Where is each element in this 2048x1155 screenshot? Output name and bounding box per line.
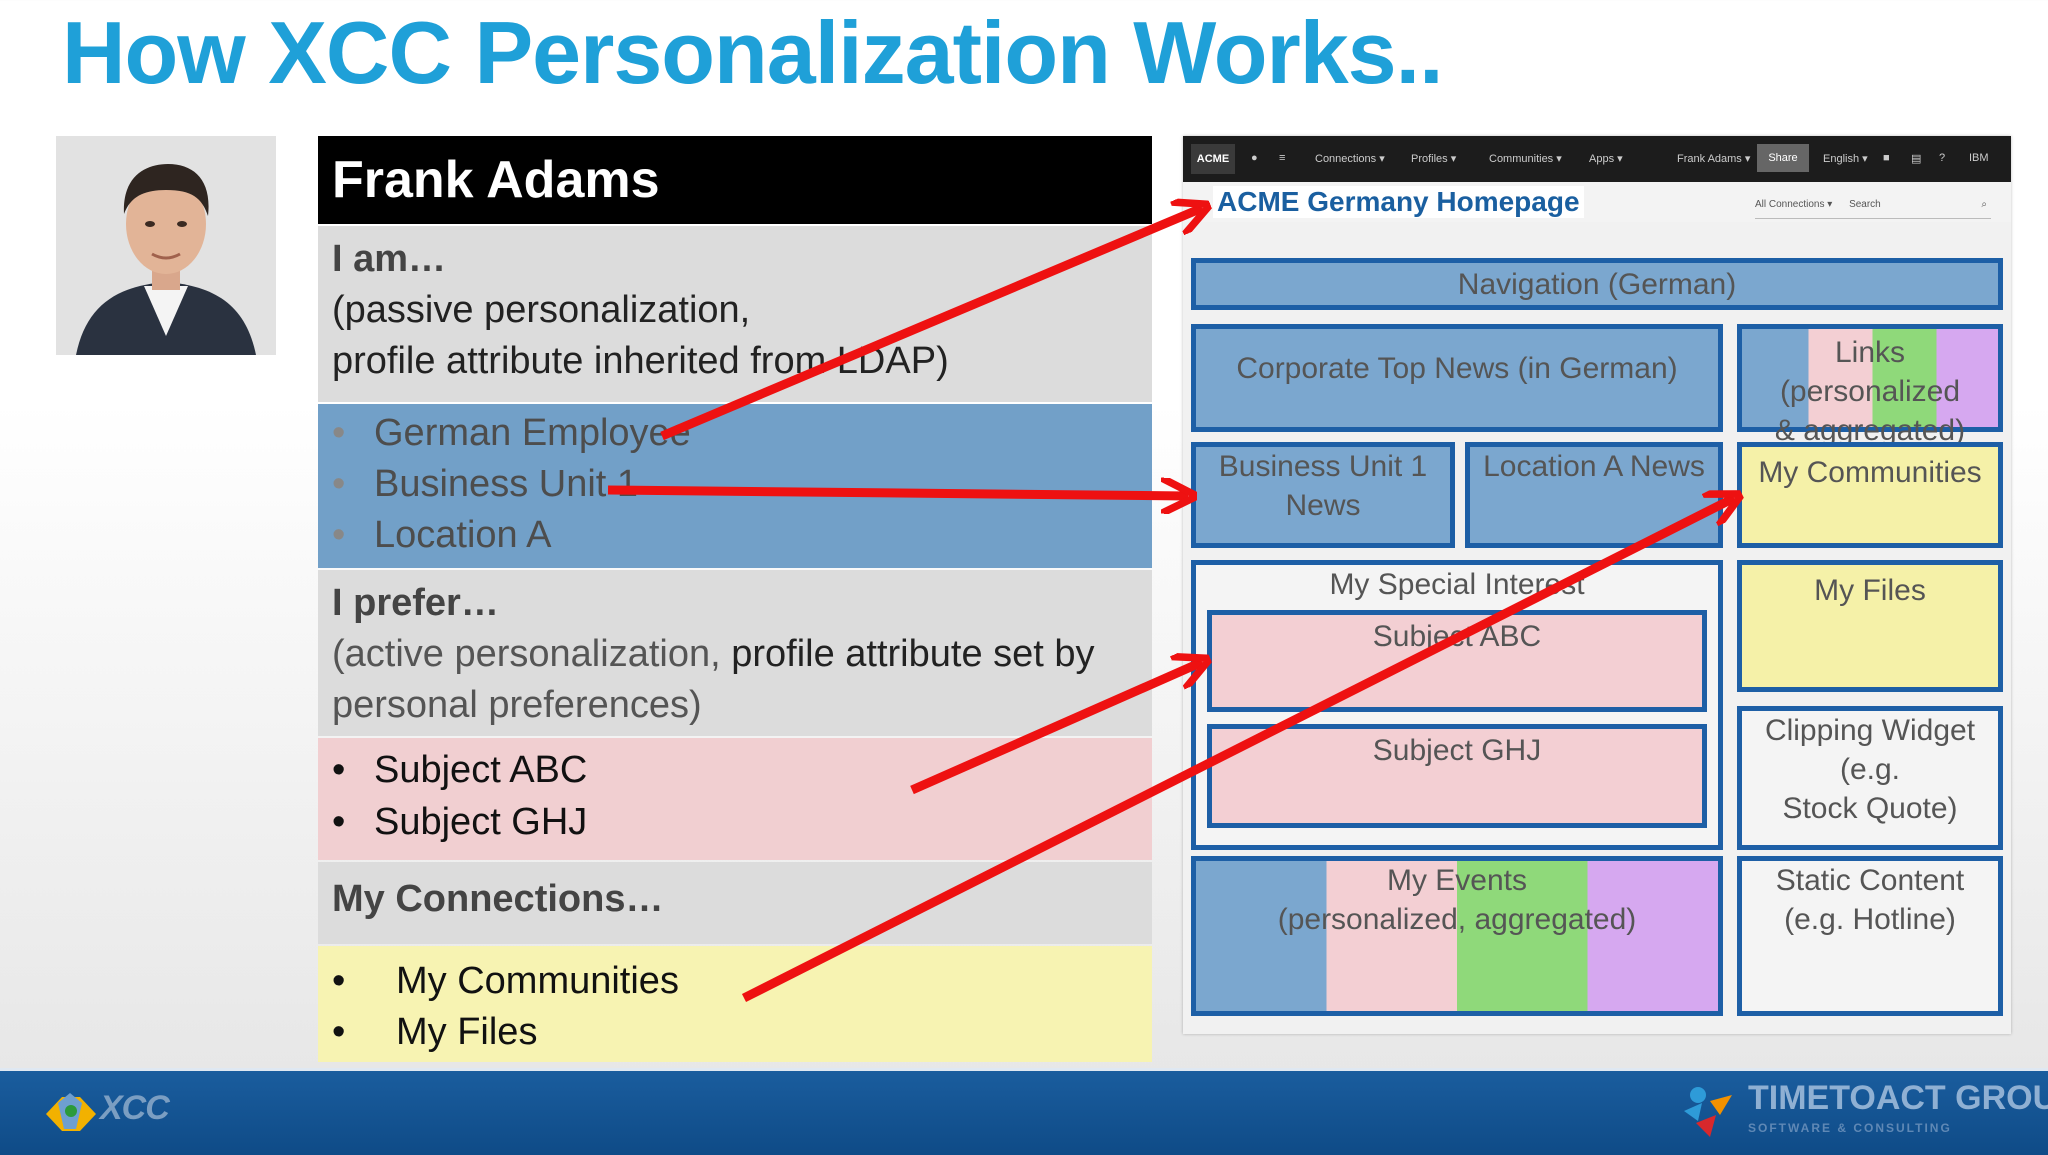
help-icon[interactable]: ? [1939,152,1946,164]
widget-my-events[interactable]: My Events (personalized, aggregated) [1191,856,1723,1016]
connections-section: My Connections… [318,862,1152,944]
prefer-section: I prefer… (active personalization, profi… [318,570,1152,736]
iam-description-line-2: profile attribute inherited from LDAP) [332,340,949,382]
xcc-logo-icon [46,1093,96,1131]
widget-my-communities[interactable]: My Communities [1737,442,2003,548]
connection-attributes: My Communities My Files [318,946,1152,1062]
iam-heading: I am… [332,238,447,280]
footer-bar: XCC TIMETOACT GROUP SOFTWARE & CONSULTIN… [0,1068,2048,1155]
profile-photo [56,136,276,355]
prefer-heading: I prefer… [332,582,499,624]
search-icon[interactable]: ⌕ [1981,199,1987,210]
list-item: Business Unit 1 [332,459,1138,510]
widget-my-files[interactable]: My Files [1737,560,2003,692]
menu-icon[interactable]: ≡ [1279,152,1286,164]
profile-name: Frank Adams [318,136,1152,224]
timetoact-logo-text: TIMETOACT GROUP [1748,1079,2048,1117]
nav-language[interactable]: English ▾ [1823,153,1868,165]
person-portrait-icon [56,136,276,355]
nav-profiles[interactable]: Profiles ▾ [1411,153,1457,165]
widget-business-unit-news[interactable]: Business Unit 1 News [1191,442,1455,548]
preference-attributes: Subject ABC Subject GHJ [318,738,1152,860]
timetoact-tagline: SOFTWARE & CONSULTING [1748,1121,1952,1135]
iam-description-line-1: (passive personalization, [332,289,751,331]
list-item: My Files [332,1007,1138,1058]
passive-attribute-list: German Employee Business Unit 1 Location… [332,408,1138,561]
preference-list: Subject ABC Subject GHJ [332,744,1138,848]
widget-static-content[interactable]: Static Content (e.g. Hotline) [1737,856,2003,1016]
widget-subject-ghj[interactable]: Subject GHJ [1207,724,1707,828]
nav-communities[interactable]: Communities ▾ [1489,153,1562,165]
documents-icon[interactable]: ▤ [1911,153,1922,165]
list-item: Subject GHJ [332,796,1138,848]
widget-clipping[interactable]: Clipping Widget (e.g. Stock Quote) [1737,706,2003,850]
share-button[interactable]: Share [1757,144,1809,172]
search-scope-select[interactable]: All Connections ▾ [1755,199,1833,210]
slide-title: How XCC Personalization Works.. [62,3,1444,102]
top-navigation-bar: ACME ● ≡ Connections ▾ Profiles ▾ Commun… [1183,136,2011,182]
homepage-screenshot: ACME ● ≡ Connections ▾ Profiles ▾ Commun… [1183,136,2011,1034]
xcc-logo-text: XCC [100,1089,170,1127]
prefer-description-part-2: profile attribute set by [731,633,1095,675]
homepage-title: ACME Germany Homepage [1213,186,1584,218]
list-item: Subject ABC [332,744,1138,796]
nav-apps[interactable]: Apps ▾ [1589,153,1623,165]
vendor-logo: IBM [1969,152,1989,164]
list-item: My Communities [332,956,1138,1007]
home-icon[interactable]: ● [1251,152,1258,164]
brand-logo[interactable]: ACME [1191,144,1235,174]
timetoact-logo-icon [1684,1087,1732,1137]
list-item: German Employee [332,408,1138,459]
notifications-icon[interactable]: ■ [1883,152,1890,164]
list-item: Location A [332,510,1138,561]
connection-list: My Communities My Files [332,956,1138,1058]
passive-attributes: German Employee Business Unit 1 Location… [318,404,1152,568]
nav-connections[interactable]: Connections ▾ [1315,153,1385,165]
widget-corporate-news[interactable]: Corporate Top News (in German) [1191,324,1723,432]
prefer-description-line-2: personal preferences) [332,684,702,726]
connections-heading: My Connections… [332,878,664,920]
search-input[interactable]: Search [1849,199,1881,210]
widget-location-news[interactable]: Location A News [1465,442,1723,548]
search-bar[interactable]: All Connections ▾ Search ⌕ [1755,192,1991,219]
profile-panel: Frank Adams I am… (passive personalizati… [318,136,1152,1062]
iam-section: I am… (passive personalization, profile … [318,226,1152,402]
widget-links[interactable]: Links (personalized & aggregated) [1737,324,2003,447]
widget-navigation[interactable]: Navigation (German) [1191,258,2003,310]
prefer-description-part-1: (active personalization, [332,633,732,675]
nav-user-menu[interactable]: Frank Adams ▾ [1677,153,1751,165]
widget-subject-abc[interactable]: Subject ABC [1207,610,1707,712]
